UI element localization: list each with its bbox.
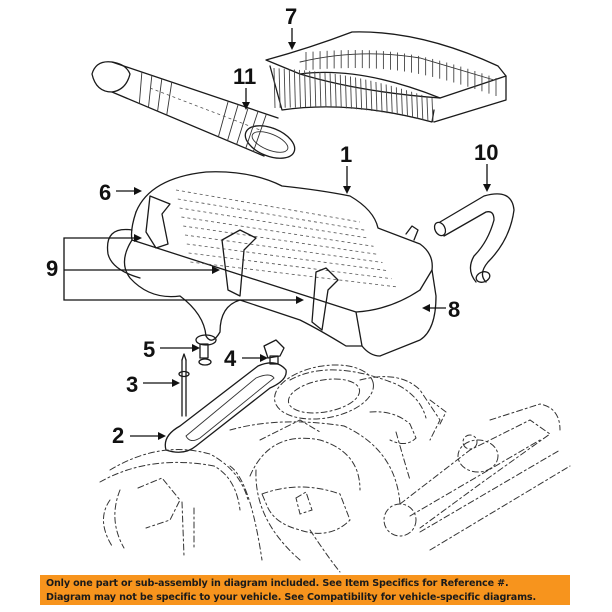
part-hose[interactable] [432,193,515,284]
part-air-cleaner-housing[interactable] [106,171,437,357]
hatch-line [184,234,383,263]
svg-text:7: 7 [285,4,297,29]
callout-7[interactable]: 7 [285,4,297,50]
hatch-line [426,96,429,121]
hatch-line [421,94,424,120]
hatch-line [385,84,388,114]
hatch-line [355,77,357,110]
callout-2[interactable]: 2 [112,423,166,448]
hatch-line [400,88,403,116]
disclaimer-line-2: Diagram may not be specific to your vehi… [46,591,536,603]
hatch-line [273,67,276,109]
hatch-line [350,76,352,109]
callout-9[interactable]: 9 [46,234,304,304]
hatch-line [181,216,374,247]
hatch-line [329,73,332,108]
hatch-line [344,75,347,109]
hatch-line [288,69,291,108]
svg-text:4: 4 [224,346,237,371]
callout-11[interactable]: 11 [233,64,256,110]
hatch-line [390,85,393,115]
hatch-line [380,83,383,113]
hatch-line [339,74,342,109]
hatch-line [227,104,239,142]
svg-text:5: 5 [143,337,155,362]
hatch-line [319,71,322,108]
disclaimer-banner: Only one part or sub-assembly in diagram… [40,575,570,605]
svg-text:9: 9 [46,256,58,281]
callout-3[interactable]: 3 [126,372,180,397]
hatch-line [431,97,434,123]
callout-6[interactable]: 6 [99,180,142,205]
hatch-line [375,81,378,112]
hatch-line [188,252,392,280]
svg-text:6: 6 [99,180,111,205]
hatch-line [166,81,173,116]
hatch-line [395,87,398,115]
part-nut[interactable] [198,343,212,366]
callout-10[interactable]: 10 [474,140,498,192]
callout-1[interactable]: 1 [340,142,352,194]
callout-8[interactable]: 8 [422,297,460,322]
hatch-line [252,113,267,152]
callout-4[interactable]: 4 [224,346,268,371]
hatch-line [283,68,286,108]
disclaimer-line-1: Only one part or sub-assembly in diagram… [46,578,509,589]
hatch-line [190,261,397,288]
part-bolt[interactable] [263,339,285,365]
part-gasket[interactable] [164,362,287,453]
hatch-line [314,71,317,108]
hatch-line [245,110,259,149]
hatch-line [360,78,363,110]
part-stud[interactable] [178,353,190,417]
hatch-line [304,70,307,108]
callout-5[interactable]: 5 [143,337,200,362]
svg-text:2: 2 [112,423,124,448]
hatch-line [148,74,153,108]
engine-background [99,364,571,573]
hatch-line [217,100,229,138]
hatch-line [293,69,296,108]
hatch-line [416,93,419,119]
hatch-line [370,80,373,111]
hatch-line [186,243,388,271]
hatch-line [406,90,408,117]
hatch-line [365,79,368,111]
hatch-line [299,69,301,108]
hatch-line [324,72,327,108]
svg-text:1: 1 [340,142,352,167]
hatch-line [157,78,163,112]
hatch-line [177,198,365,231]
svg-text:8: 8 [448,297,460,322]
hatch-line [309,70,312,108]
part-air-filter-element[interactable] [265,31,507,123]
part-intake-duct[interactable] [91,61,299,165]
hatch-line [278,68,281,108]
svg-text:10: 10 [474,140,498,165]
hatch-line [175,189,361,223]
hatch-line [236,107,249,145]
hatch-line [138,71,143,104]
hatch-line [179,207,370,239]
hatch-line [411,91,414,118]
hatch-line [334,73,337,108]
hatch-line [183,225,379,255]
svg-text:11: 11 [233,64,256,89]
svg-text:3: 3 [126,372,138,397]
